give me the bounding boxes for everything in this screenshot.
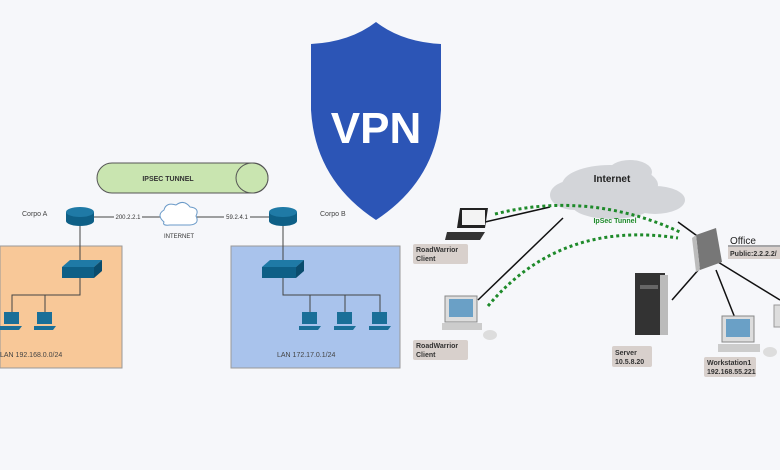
ipsec-tunnel-label: IpSec Tunnel xyxy=(593,218,636,225)
server-ip: 10.5.8.20 xyxy=(615,359,644,366)
pc-icon xyxy=(369,312,391,330)
office-label: Office xyxy=(730,236,756,247)
server-icon xyxy=(635,273,668,335)
lan-a-label: LAN 192.168.0.0/24 xyxy=(0,352,62,359)
switch-a-icon xyxy=(62,260,102,278)
partial-device-icon xyxy=(773,304,780,328)
tunnel-pipe: IPSEC TUNNEL xyxy=(96,162,269,194)
client2-label-2: Client xyxy=(416,352,436,359)
internet-cloud-icon xyxy=(550,160,685,219)
internet-cloud-icon xyxy=(159,201,198,226)
laptop-icon xyxy=(445,208,488,240)
lan-a-pcs xyxy=(0,312,56,330)
switch-b-icon xyxy=(262,260,304,278)
client1-label-2: Client xyxy=(416,256,436,263)
lan-b-zone xyxy=(230,245,401,369)
internet-label: INTERNET xyxy=(164,234,194,240)
office-gateway-icon xyxy=(692,228,722,272)
tunnel-label: IPSEC TUNNEL xyxy=(142,176,194,183)
workstation-name: Workstation1 xyxy=(707,360,751,367)
client2-label: RoadWarrior xyxy=(416,343,458,350)
site-b-name: Corpo B xyxy=(320,211,346,218)
router-a-icon xyxy=(66,207,94,226)
site-b-wan-ip: 59.2.4.1 xyxy=(226,215,248,221)
internet-label-right: Internet xyxy=(594,174,631,185)
pc-icon xyxy=(34,312,56,330)
pc-icon xyxy=(299,312,321,330)
site-a-wan-ip: 200.2.2.1 xyxy=(115,215,141,221)
workstation-ip: 192.168.55.221 xyxy=(707,369,756,376)
vpn-logo-text: VPN xyxy=(331,104,421,153)
lan-b-pcs xyxy=(299,312,391,330)
ipsec-tunnel-path xyxy=(486,203,683,307)
vpn-shield-logo: VPN xyxy=(311,22,441,220)
office-public-ip: Public:2.2.2.2/ xyxy=(730,251,777,258)
site-a-name: Corpo A xyxy=(22,211,48,218)
desktop-pc-icon xyxy=(442,295,497,340)
server-name: Server xyxy=(615,350,637,357)
client1-label: RoadWarrior xyxy=(416,247,458,254)
pc-icon xyxy=(0,312,22,330)
router-b-icon xyxy=(269,207,297,226)
workstation-icon xyxy=(718,315,777,357)
pc-icon xyxy=(334,312,356,330)
lan-b-label: LAN 172.17.0.1/24 xyxy=(277,352,335,359)
lan-a-zone xyxy=(0,245,123,369)
